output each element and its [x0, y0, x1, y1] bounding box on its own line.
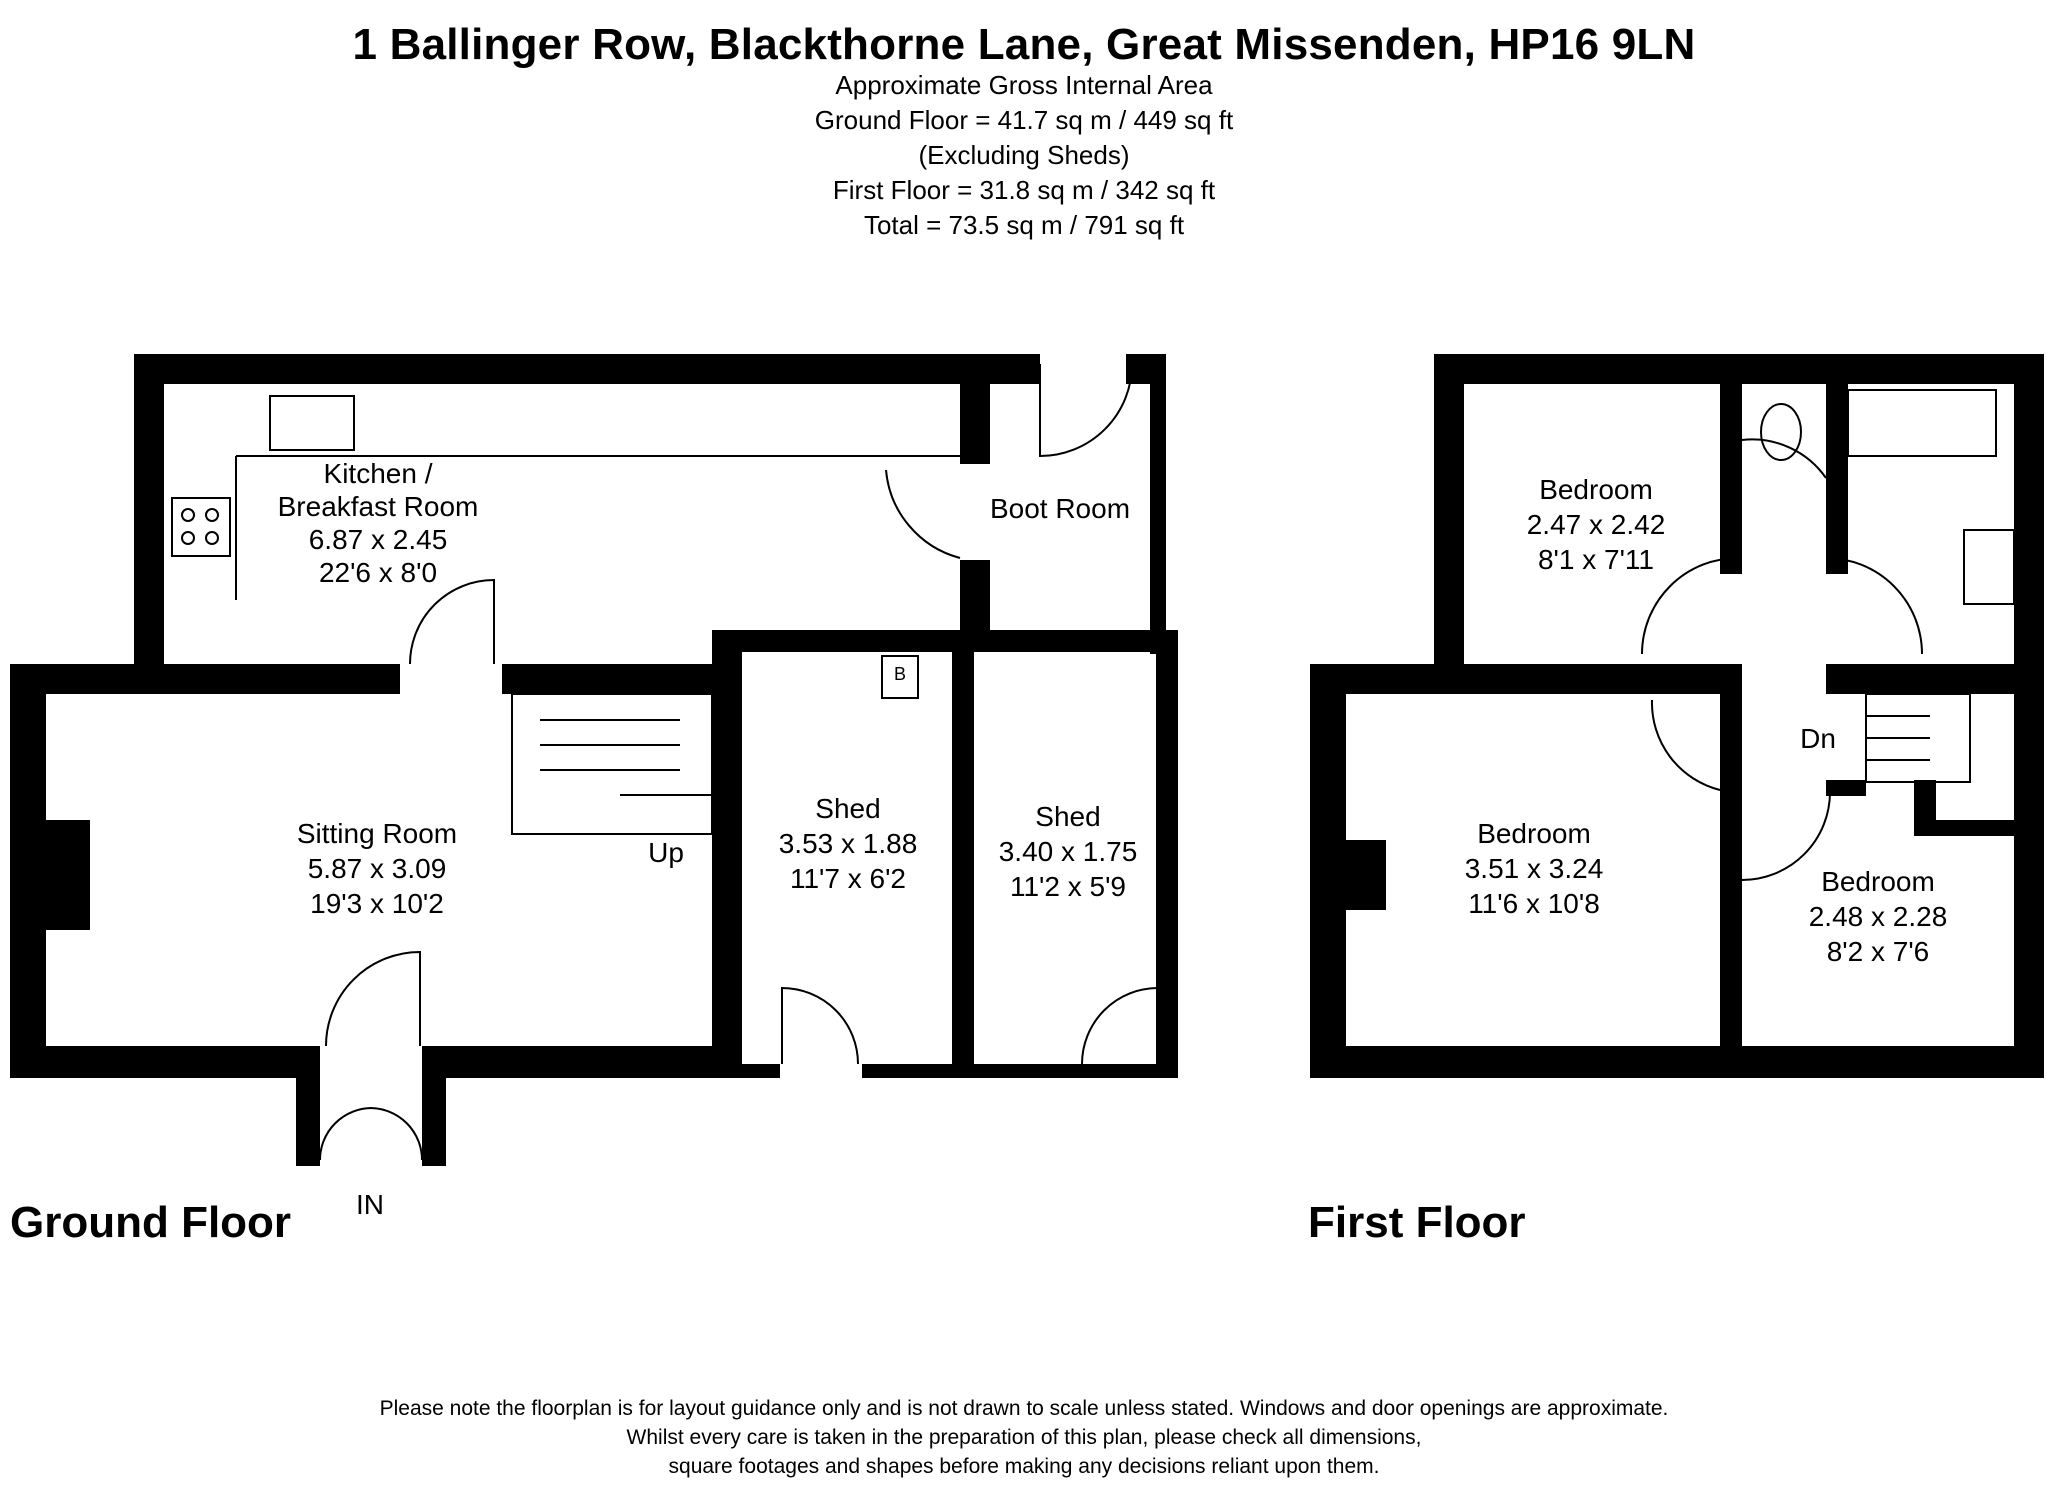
door-swing	[409, 578, 495, 665]
wall	[1150, 560, 1166, 654]
wall	[1310, 664, 1740, 694]
door-swing	[1039, 363, 1133, 458]
bedroom-1-name: Bedroom	[1539, 474, 1653, 505]
stairs-down-label: Dn	[1800, 723, 1836, 754]
ground-floor-label: Ground Floor	[10, 1198, 292, 1247]
basin	[1963, 529, 2015, 605]
area-heading: Approximate Gross Internal Area	[835, 70, 1213, 100]
wall	[712, 630, 1178, 652]
door-swing	[1650, 699, 1721, 791]
chimney-breast	[1340, 840, 1386, 910]
kitchen-name-2: Breakfast Room	[278, 491, 479, 522]
wall	[422, 1046, 742, 1078]
wall	[134, 354, 1040, 384]
door-swing	[369, 1107, 423, 1161]
hob-ring	[181, 531, 195, 545]
door-swing	[325, 950, 421, 1047]
kitchen-name-1: Kitchen /	[324, 458, 433, 489]
staircase	[511, 693, 713, 835]
wall	[960, 560, 990, 652]
door-swing	[1825, 557, 1923, 655]
door-swing	[1081, 986, 1159, 1065]
wall	[1720, 354, 1742, 574]
wall	[1826, 664, 2044, 694]
bedroom-2-name: Bedroom	[1477, 818, 1591, 849]
door-swing	[885, 469, 961, 559]
wall	[296, 1046, 320, 1166]
boot-room-name: Boot Room	[990, 493, 1130, 524]
bedroom-2-imperial: 11'6 x 10'8	[1468, 888, 1600, 919]
first-floor-label: First Floor	[1308, 1198, 1526, 1247]
hob-ring	[205, 508, 219, 522]
total-area: Total = 73.5 sq m / 791 sq ft	[863, 210, 1185, 240]
wall	[1720, 664, 1742, 1046]
first-floor-plan	[1310, 354, 2044, 1078]
wall	[1914, 820, 2044, 836]
sitting-room-metric: 5.87 x 3.09	[308, 853, 447, 884]
kitchen-metric: 6.87 x 2.45	[309, 524, 448, 555]
wall	[1156, 650, 1178, 1078]
bedroom-1-metric: 2.47 x 2.42	[1527, 509, 1666, 540]
wall	[422, 1046, 446, 1166]
bedroom-3-name: Bedroom	[1821, 866, 1935, 897]
door-swing	[1641, 557, 1739, 655]
boiler-label: B	[894, 664, 906, 684]
wall	[2014, 354, 2044, 1078]
sink	[269, 395, 355, 451]
disclaimer-line-2: Whilst every care is taken in the prepar…	[626, 1426, 1422, 1449]
disclaimer-line-1: Please note the floorplan is for layout …	[379, 1397, 1669, 1420]
ground-floor-plan	[10, 354, 1178, 1166]
shed-1-name: Shed	[815, 793, 880, 824]
ground-floor-area: Ground Floor = 41.7 sq m / 449 sq ft	[814, 105, 1234, 135]
first-floor-area: First Floor = 31.8 sq m / 342 sq ft	[832, 175, 1216, 205]
shed-2-metric: 3.40 x 1.75	[999, 836, 1138, 867]
wall	[1310, 1046, 2044, 1078]
entrance-label: IN	[356, 1189, 384, 1220]
wall	[134, 354, 164, 664]
wall	[10, 664, 400, 694]
wall	[10, 1046, 320, 1078]
wall	[952, 650, 974, 1078]
kitchen-imperial: 22'6 x 8'0	[319, 557, 437, 588]
door-swing	[1741, 791, 1831, 881]
disclaimer-line-3: square footages and shapes before making…	[668, 1455, 1380, 1478]
stairs-up-label: Up	[648, 837, 684, 868]
hob-ring	[205, 531, 219, 545]
bedroom-1-imperial: 8'1 x 7'11	[1538, 544, 1654, 575]
sitting-room-imperial: 19'3 x 10'2	[310, 888, 444, 919]
excluding-sheds-note: (Excluding Sheds)	[918, 140, 1130, 170]
boiler-box	[881, 655, 919, 699]
bedroom-3-metric: 2.48 x 2.28	[1809, 901, 1948, 932]
chimney-breast	[40, 820, 90, 930]
sitting-room-name: Sitting Room	[297, 818, 457, 849]
bedroom-2-metric: 3.51 x 3.24	[1465, 853, 1604, 884]
hob	[171, 497, 231, 557]
shed-1-metric: 3.53 x 1.88	[779, 828, 918, 859]
wall	[740, 1064, 780, 1078]
wall	[960, 354, 990, 464]
door-swing	[319, 1107, 373, 1161]
wc	[1760, 403, 1802, 461]
wall	[712, 630, 742, 1078]
property-address-title: 1 Ballinger Row, Blackthorne Lane, Great…	[352, 20, 1696, 69]
door-swing	[1741, 438, 1827, 479]
bedroom-3-imperial: 8'2 x 7'6	[1827, 936, 1930, 967]
shed-2-imperial: 11'2 x 5'9	[1010, 871, 1126, 902]
shed-2-name: Shed	[1035, 801, 1100, 832]
wall	[502, 664, 742, 694]
wall	[1826, 780, 1866, 796]
wall	[1434, 354, 1464, 664]
wall	[1826, 354, 1848, 574]
bath	[1847, 389, 1997, 457]
room-labels: Kitchen / Breakfast Room 6.87 x 2.45 22'…	[278, 458, 1948, 1220]
shed-1-imperial: 11'7 x 6'2	[790, 863, 906, 894]
wall	[862, 1064, 1178, 1078]
door-swing	[781, 986, 859, 1065]
hob-ring	[181, 508, 195, 522]
